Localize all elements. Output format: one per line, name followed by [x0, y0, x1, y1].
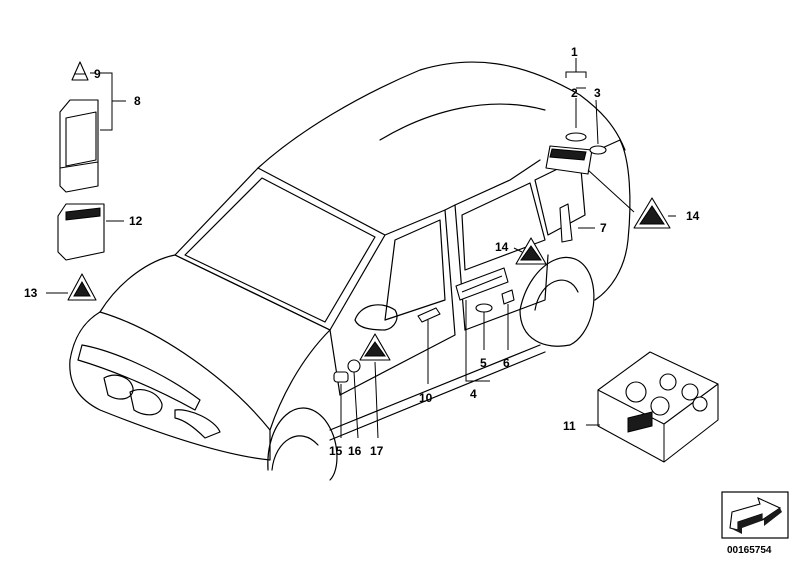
callout-17: 17 — [370, 444, 384, 458]
callout-16: 16 — [348, 444, 362, 458]
callout-8: 8 — [134, 94, 141, 108]
part-9-cap — [71, 61, 89, 81]
document-number: 00165754 — [727, 545, 772, 556]
part-14-triangle-side — [515, 237, 547, 265]
callout-14-rear: 14 — [686, 209, 700, 223]
leader-lines — [46, 58, 676, 439]
callout-7: 7 — [600, 221, 607, 235]
callout-5: 5 — [480, 356, 487, 370]
doc-arrow-box — [721, 491, 789, 539]
part-12-unit — [57, 203, 105, 261]
callout-4: 4 — [470, 387, 477, 401]
callout-12: 12 — [129, 214, 143, 228]
callout-10: 10 — [419, 391, 433, 405]
part-13-triangle — [67, 273, 97, 301]
part-16-switch — [347, 359, 361, 373]
part-1-roof-console — [545, 132, 607, 175]
callout-6: 6 — [503, 356, 510, 370]
callout-15: 15 — [329, 444, 343, 458]
part-4-door-module — [455, 267, 515, 313]
part-17-triangle — [359, 333, 391, 361]
callout-1: 1 — [571, 45, 578, 59]
callout-labels: 1 2 3 4 5 6 7 8 9 10 11 12 13 14 14 15 1… — [24, 45, 700, 458]
part-8-housing — [59, 99, 99, 193]
callout-2: 2 — [571, 86, 578, 100]
callout-13: 13 — [24, 286, 38, 300]
callout-14-side: 14 — [495, 240, 509, 254]
callout-11: 11 — [563, 419, 576, 433]
part-10-switch — [417, 307, 441, 323]
part-14-triangle-rear — [633, 197, 671, 229]
car-body — [69, 61, 631, 481]
part-11-box — [597, 351, 719, 463]
part-7-trim — [559, 203, 573, 243]
callout-3: 3 — [594, 86, 601, 100]
part-15-switch — [333, 371, 349, 383]
callout-9: 9 — [94, 67, 101, 81]
